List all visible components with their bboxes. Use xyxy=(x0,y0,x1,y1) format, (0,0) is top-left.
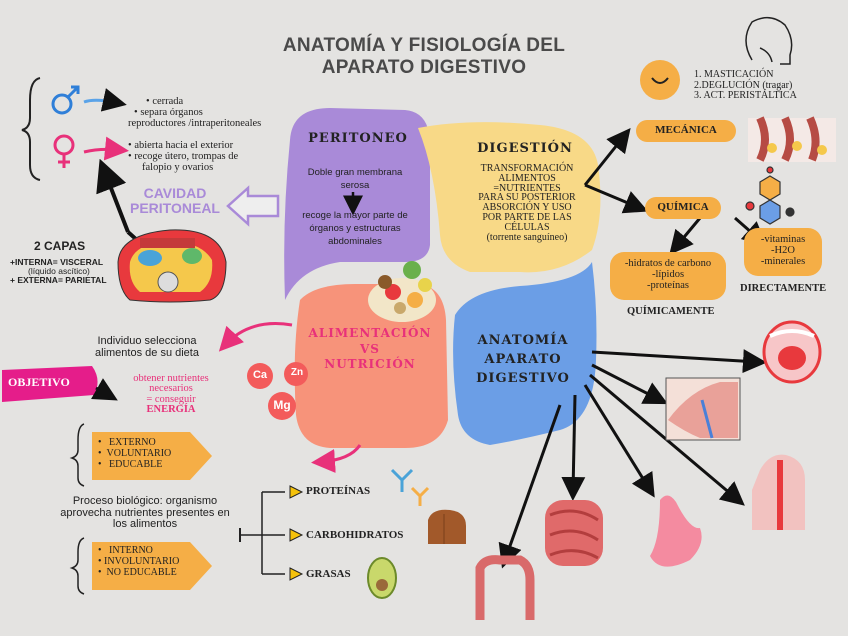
small-intestine-image xyxy=(545,500,603,566)
nutricion-definition: Proceso biológico: organismo aprovecha n… xyxy=(40,496,250,531)
bread-icon xyxy=(428,510,466,544)
alimentacion-title: ALIMENTACIÓN VS NUTRICIÓN xyxy=(300,326,440,373)
male-item: separa órganos xyxy=(140,107,203,118)
mecanica-steps: 1. MASTICACIÓN 2.DEGLUCIÓN (tragar) 3. A… xyxy=(694,70,797,102)
peritoneo-def: Doble gran membrana serosa xyxy=(290,166,420,193)
female-list: • abierta hacia el exterior • recoge úte… xyxy=(128,140,238,173)
mecanica-label: MECÁNICA xyxy=(636,125,736,137)
anatomia-title: ANATOMÍA APARATO DIGESTIVO xyxy=(468,332,578,389)
avocado-icon xyxy=(368,558,396,598)
macro-carbohidratos: CARBOHIDRATOS xyxy=(306,530,403,542)
nutri-traits: • INTERNO • INVOLUNTARIO • NO EDUCABLE xyxy=(98,545,179,578)
female-item: falopio y ovarios xyxy=(128,162,238,173)
male-item: cerrada xyxy=(152,96,183,107)
quimica-label: QUÍMICA xyxy=(645,202,721,214)
quimica-right-list: -vitaminas -H2O -minerales xyxy=(744,234,822,267)
female-item: abierta hacia el exterior xyxy=(134,140,233,151)
mineral-mg: Mg xyxy=(270,399,294,412)
protein-icon xyxy=(392,470,428,506)
title-line1: ANATOMÍA Y FISIOLOGÍA DEL xyxy=(0,36,848,56)
digestion-description: TRANSFORMACIÓN ALIMENTOS =NUTRIENTES PAR… xyxy=(462,164,592,242)
peritoneo-role: recoge la mayor parte de órganos y estru… xyxy=(288,210,422,248)
peritoneo-title: PERITONEO xyxy=(308,132,408,146)
cavidad-label: CAVIDAD PERITONEAL xyxy=(120,186,230,215)
capas-title: 2 CAPAS xyxy=(34,240,85,253)
quimica-left-list: -hidratos de carbono -lípidos -proteínas xyxy=(610,258,726,291)
sex-bracket xyxy=(22,78,40,180)
alimentacion-definition: Individuo selecciona alimentos de su die… xyxy=(62,336,232,359)
objetivo-text: obtener nutrientes necesarios = consegui… xyxy=(112,374,230,415)
stomach-image xyxy=(650,495,702,566)
food-cluster-image xyxy=(368,261,436,322)
mineral-ca: Ca xyxy=(248,370,272,382)
macro-grasas: GRASAS xyxy=(306,569,351,581)
male-list: • cerrada • separa órganos reproductores… xyxy=(128,96,261,129)
pharynx-image xyxy=(666,378,740,440)
cavidad-arrow xyxy=(228,188,278,224)
objetivo-label: OBJETIVO xyxy=(8,376,70,389)
capas-list: +INTERNA= VISCERAL (líquido ascítico) + … xyxy=(10,258,107,285)
macro-proteinas: PROTEÍNAS xyxy=(306,486,370,498)
male-symbol xyxy=(53,87,78,113)
female-item: recoge útero, trompas de xyxy=(134,151,238,162)
esophagus-images xyxy=(748,118,836,162)
male-item: reproductores /intraperitoneales xyxy=(128,118,261,129)
esophagus-image xyxy=(752,455,805,530)
molecule-icon xyxy=(746,167,794,224)
quimicamente-caption: QUÍMICAMENTE xyxy=(627,306,715,317)
large-intestine-image xyxy=(480,560,530,620)
directamente-caption: DIRECTAMENTE xyxy=(740,283,826,294)
abdomen-cross-section xyxy=(118,230,226,302)
mouth-image xyxy=(764,322,820,382)
alim-traits: • EXTERNO • VOLUNTARIO • EDUCABLE xyxy=(98,437,171,470)
digestion-title: DIGESTIÓN xyxy=(470,142,580,156)
mineral-zn: Zn xyxy=(285,368,309,379)
female-symbol xyxy=(55,136,73,168)
